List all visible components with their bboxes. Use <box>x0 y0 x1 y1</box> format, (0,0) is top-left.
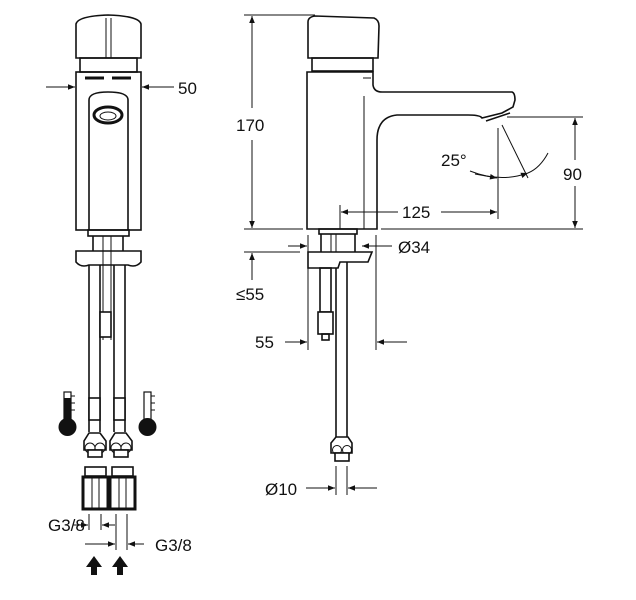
connection-left-label: G3/8 <box>48 516 85 535</box>
inlet-arrow-up-icon <box>112 556 128 575</box>
front-knob <box>75 14 142 59</box>
mounting-plate <box>75 250 142 267</box>
deck-thickness-label: ≤55 <box>236 285 264 304</box>
side-body-spout <box>306 71 516 230</box>
front-body <box>75 71 142 231</box>
hot-thermometer-icon <box>58 391 77 436</box>
spout-reach-label: 125 <box>402 203 430 222</box>
offset-label: 55 <box>255 333 274 352</box>
hose-diameter-label: Ø10 <box>265 480 297 499</box>
side-view: 170 90 125 25° Ø34 ≤55 55 Ø10 <box>236 14 583 499</box>
shank-diameter-label: Ø34 <box>398 238 430 257</box>
aerator <box>92 105 124 125</box>
body-width-label: 50 <box>178 79 197 98</box>
side-mounting-plate <box>307 251 374 269</box>
connection-fittings <box>81 466 137 511</box>
cold-thermometer-icon <box>138 391 157 436</box>
front-view: 50 G3/8 G3/8 <box>46 14 197 575</box>
height-label: 170 <box>236 116 264 135</box>
connection-right-label: G3/8 <box>155 536 192 555</box>
hoses <box>88 236 126 432</box>
inlet-arrow-up-icon <box>86 556 102 575</box>
spout-height-label: 90 <box>563 165 582 184</box>
hose-nuts <box>83 432 133 458</box>
angle-label: 25° <box>441 151 467 170</box>
side-knob <box>307 15 380 59</box>
